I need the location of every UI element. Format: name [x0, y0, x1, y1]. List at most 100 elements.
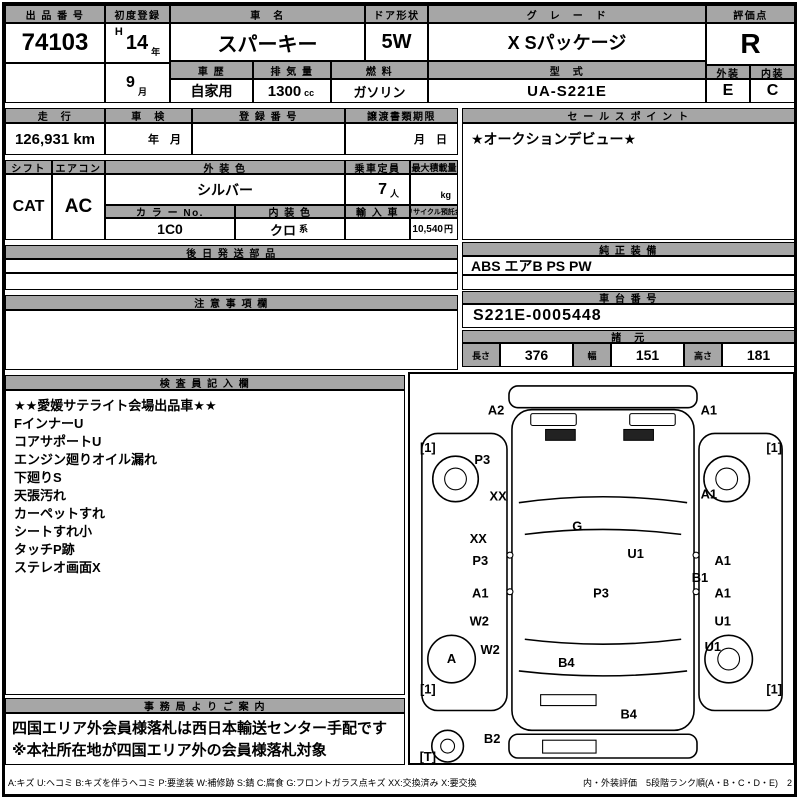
recycle-deposit-value: 10,540 円: [410, 218, 458, 240]
recycle-deposit-label: リサイクル預託金: [410, 205, 458, 218]
exterior-color-label: 外 装 色: [105, 160, 345, 174]
car-name-value: スパーキー: [170, 23, 365, 61]
list-item: 四国エリア外会員様落札は西日本輸送センター手配です: [12, 720, 388, 737]
office-notice-body: 四国エリア外会員様落札は西日本輸送センター手配です※本社所在地が四国エリア外の会…: [5, 713, 405, 765]
equipment-extra-cell: [462, 275, 795, 290]
later-parts-row-2: [5, 273, 458, 290]
car-history-label: 車 歴: [170, 61, 253, 79]
transfer-deadline-value: 月 日: [345, 123, 458, 155]
list-item: タッチP跡: [14, 542, 75, 557]
door-handle-mark: [692, 588, 700, 596]
list-item: ステレオ画面X: [14, 560, 101, 575]
damage-code-label: A1: [715, 553, 731, 568]
aircon-label: エアコン: [52, 160, 105, 174]
lot-number-value: 74103: [5, 23, 105, 63]
inspection-expiry-value: 年 月: [105, 123, 192, 155]
interior-color-label: 内 装 色: [235, 205, 345, 218]
aircon-value: AC: [52, 174, 105, 240]
mileage-value: 126,931 km: [5, 123, 105, 155]
left-side-panel: [421, 432, 508, 712]
door-shape-value: 5W: [365, 23, 428, 61]
damage-code-label: [1]: [766, 682, 782, 697]
first-registration-month: 9 月: [105, 63, 170, 103]
door-shape-label: ドア形状: [365, 5, 428, 23]
later-parts-label: 後 日 発 送 部 品: [5, 245, 458, 259]
shift-value: CAT: [5, 174, 52, 240]
rear-window-bottom-line: [518, 670, 688, 677]
damage-code-label: B4: [558, 655, 575, 670]
interior-grade-label: 内装: [750, 65, 795, 79]
lot-number-extra-cell: [5, 63, 105, 103]
damage-code-label: [1]: [420, 682, 436, 697]
capacity-unit: 人: [389, 189, 399, 199]
recycle-unit: 円: [443, 224, 453, 234]
import-car-value: [345, 218, 410, 240]
damage-code-label: B4: [620, 706, 637, 721]
damage-code-label: B2: [484, 731, 500, 746]
inspector-notes-label: 検 査 員 記 入 欄: [5, 375, 405, 390]
reg-year-value: 14: [125, 31, 149, 54]
damage-code-label: XX: [470, 531, 488, 546]
hood-vent-left: [545, 428, 576, 441]
damage-code-label: W2: [470, 613, 489, 628]
damage-code-label: U1: [627, 546, 643, 561]
interior-grade-value: C: [750, 79, 795, 103]
damage-code-label: U1: [715, 613, 731, 628]
seating-capacity-label: 乗車定員: [345, 160, 410, 174]
list-item: シートすれ小: [14, 524, 93, 539]
sales-point-body: ★オークションデビュー★: [462, 123, 795, 240]
car-history-value: 自家用: [170, 79, 253, 103]
color-number-value: 1C0: [105, 218, 235, 240]
displacement-value: 1300 cc: [253, 79, 331, 103]
damage-code-label: [1]: [766, 440, 782, 455]
rear-bumper: [508, 733, 698, 759]
door-handle-mark: [506, 588, 514, 596]
later-parts-row-1: [5, 259, 458, 273]
import-car-label: 輸 入 車: [345, 205, 410, 218]
front-bumper: [508, 385, 698, 409]
model-code-value: UA-S221E: [428, 79, 706, 103]
reg-year-unit: 年: [151, 47, 161, 57]
chassis-number-value: S221E-0005448: [462, 304, 795, 328]
width-value: 151: [611, 343, 684, 367]
sales-point-value: ★オークションデビュー★: [471, 131, 637, 147]
right-headlight: [629, 413, 676, 427]
office-notice-label: 事 務 局 よ り ご 案 内: [5, 698, 405, 713]
rear-left-wheel: [427, 634, 477, 684]
era-prefix: H: [114, 26, 123, 38]
left-headlight: [530, 413, 577, 427]
transfer-deadline-label: 譲渡書類期限: [345, 108, 458, 123]
damage-code-label: A2: [488, 403, 504, 418]
spare-tire: [430, 729, 465, 763]
damage-code-label: W2: [481, 642, 500, 657]
model-code-label: 型 式: [428, 61, 706, 79]
legend-rank-note: 内・外装評価 5段階ランク順(A・B・C・D・E) 2: [582, 777, 792, 788]
exterior-color-value: シルバー: [105, 174, 345, 205]
windshield-top-line: [518, 495, 688, 504]
score-label: 評価点: [706, 5, 795, 23]
equipment-value: ABS エアB PS PW: [462, 256, 795, 275]
interior-color-value: クロ 系: [235, 218, 345, 240]
rear-window-top-line: [524, 638, 682, 645]
sales-point-label: セ ー ル ス ポ イ ン ト: [462, 108, 795, 123]
damage-code-label: G: [572, 518, 582, 533]
damage-code-label: B1: [692, 570, 708, 585]
payload-unit: kg: [440, 190, 451, 200]
list-item: FインナーU: [14, 416, 84, 431]
car-name-label: 車 名: [170, 5, 365, 23]
shift-label: シフト: [5, 160, 52, 174]
damage-code-label: P3: [593, 586, 609, 601]
list-item: エンジン廻りオイル漏れ: [14, 452, 158, 467]
rear-lamp-bar: [540, 694, 597, 707]
grade-value: X Sパッケージ: [428, 23, 706, 61]
height-value: 181: [722, 343, 795, 367]
damage-code-label: U1: [705, 639, 721, 654]
car-top-view: [506, 385, 700, 759]
fuel-label: 燃 料: [331, 61, 428, 79]
legend-codes: A:キズ U:ヘコミ B:キズを伴うヘコミ P:要塗装 W:補修跡 S:錆 C:…: [8, 777, 477, 788]
first-registration-year: H 14 年: [105, 23, 170, 63]
